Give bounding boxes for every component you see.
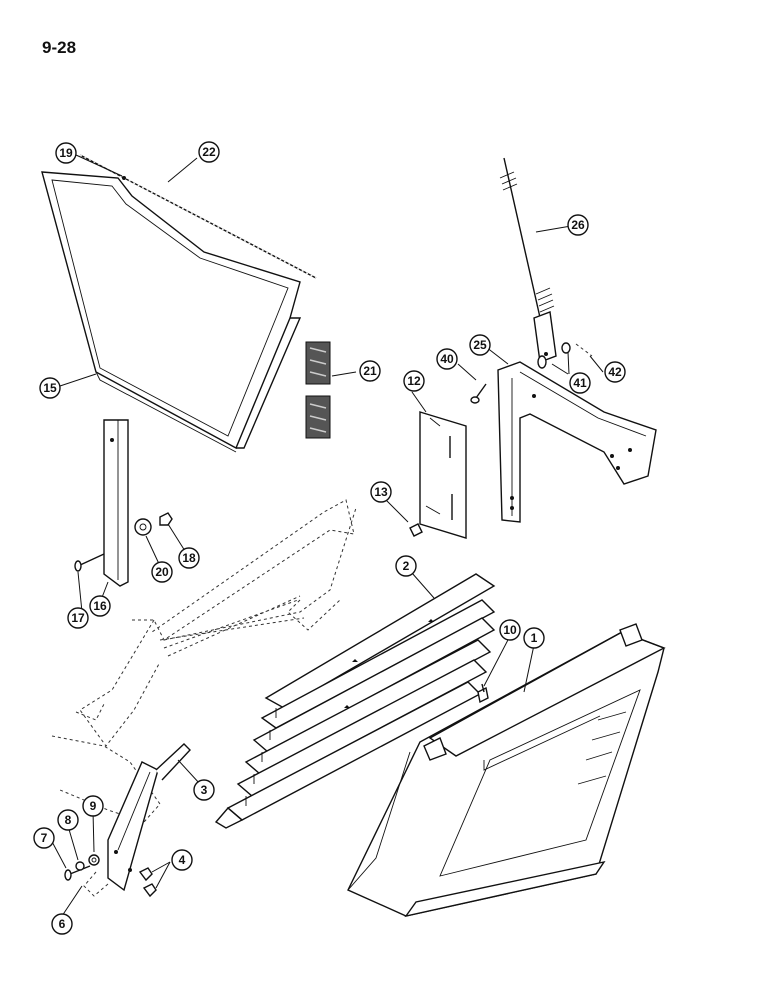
svg-text:3: 3: [201, 783, 208, 797]
callout-8: 8: [57, 809, 79, 831]
washers-41-part: [537, 342, 571, 369]
svg-text:15: 15: [43, 381, 57, 395]
washer-8-part: [75, 861, 85, 871]
callout-4: 4: [171, 849, 193, 871]
washer-9-part: [88, 854, 100, 866]
bolt-40-part: [470, 383, 487, 404]
callout-15: 15: [39, 377, 61, 399]
page-number-label: 9-28: [42, 38, 77, 57]
vertical-bracket-part: [103, 419, 129, 587]
callout-25: 25: [469, 334, 491, 356]
callout-9: 9: [82, 795, 104, 817]
callout-16: 16: [89, 595, 111, 617]
svg-text:10: 10: [503, 623, 517, 637]
svg-text:41: 41: [573, 376, 587, 390]
callout-10: 10: [499, 619, 521, 641]
svg-text:16: 16: [93, 599, 107, 613]
callout-40: 40: [436, 348, 458, 370]
bolt-13-part: [409, 523, 423, 537]
svg-text:42: 42: [608, 365, 622, 379]
filter-pads-part: [305, 341, 331, 439]
callout-26: 26: [567, 214, 589, 236]
callout-1: 1: [523, 627, 545, 649]
support-bracket-part: [497, 361, 657, 523]
svg-text:19: 19: [59, 146, 73, 160]
svg-text:6: 6: [59, 917, 66, 931]
svg-text:1: 1: [531, 631, 538, 645]
lower-bracket-part: [107, 743, 191, 892]
svg-text:8: 8: [65, 813, 72, 827]
grille-surround-part: [347, 623, 666, 918]
plate-part: [419, 411, 467, 539]
svg-text:18: 18: [182, 551, 196, 565]
callout-12: 12: [403, 370, 425, 392]
svg-text:25: 25: [473, 338, 487, 352]
svg-text:20: 20: [155, 565, 169, 579]
callout-13: 13: [370, 481, 392, 503]
svg-text:22: 22: [202, 145, 216, 159]
svg-text:21: 21: [363, 364, 377, 378]
callout-7: 7: [33, 827, 55, 849]
svg-text:12: 12: [407, 374, 421, 388]
svg-text:9: 9: [90, 799, 97, 813]
top-panel-part: [41, 171, 302, 453]
svg-text:40: 40: [440, 352, 454, 366]
washer-20-part: [134, 518, 152, 536]
seal-strip-part: [79, 154, 317, 279]
callout-41: 41: [569, 372, 591, 394]
callout-6: 6: [51, 913, 73, 935]
louver-assembly-part: [214, 573, 496, 829]
reference-frame-dashed: [51, 499, 357, 897]
nuts-4-part: [138, 867, 157, 898]
callout-22: 22: [198, 141, 220, 163]
svg-text:4: 4: [179, 853, 186, 867]
callout-42: 42: [604, 361, 626, 383]
callout-19: 19: [55, 142, 77, 164]
pin-42-part: [575, 343, 593, 357]
callout-2: 2: [395, 555, 417, 577]
svg-text:26: 26: [571, 218, 585, 232]
svg-text:17: 17: [71, 611, 85, 625]
fastener-10-part: [477, 683, 489, 704]
callout-17: 17: [67, 607, 89, 629]
callout-21: 21: [359, 360, 381, 382]
svg-text:2: 2: [403, 559, 410, 573]
spring-rod-part: [499, 157, 557, 363]
callout-20: 20: [151, 561, 173, 583]
leader-lines: [48, 154, 604, 917]
svg-text:7: 7: [41, 831, 48, 845]
svg-text:13: 13: [374, 485, 388, 499]
nut-18-part: [159, 512, 173, 526]
bolt-17-part: [74, 553, 105, 572]
callout-18: 18: [178, 547, 200, 569]
callout-3: 3: [193, 779, 215, 801]
